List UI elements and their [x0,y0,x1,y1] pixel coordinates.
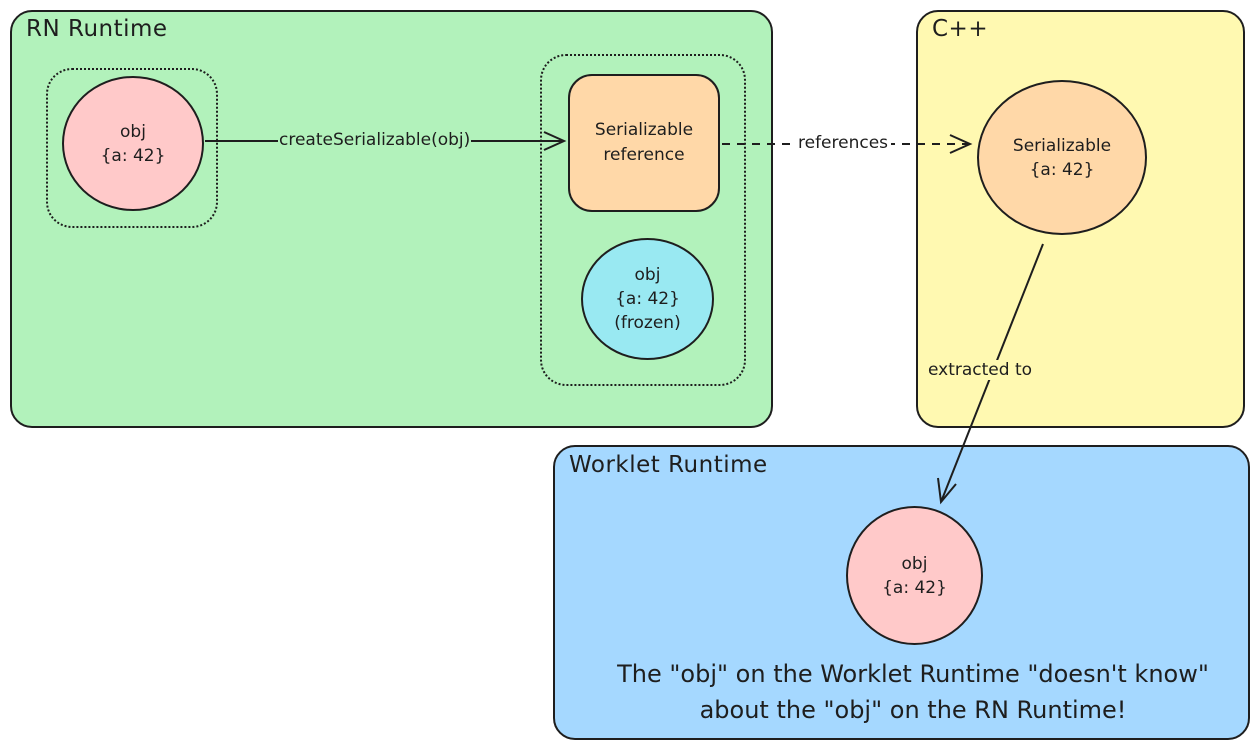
create-serializable-arrowhead [543,131,567,151]
cpp-serializable-line2: {a: 42} [1029,159,1095,180]
cpp-title: C++ [932,16,989,42]
frozen-obj-node: obj {a: 42} (frozen) [581,238,714,360]
serializable-reference-line1: Serializable [594,120,694,140]
frozen-obj-line1: obj [634,265,661,285]
serializable-reference-node: Serializable reference [568,74,720,212]
worklet-obj-node: obj {a: 42} [846,506,983,645]
serializable-reference-line2: reference [603,145,685,165]
references-label: references [795,133,892,153]
frozen-obj-line3: (frozen) [614,313,681,333]
cpp-serializable-line1: Serializable [1012,135,1112,156]
create-serializable-label: createSerializable(obj) [278,130,472,150]
extracted-to-label: extracted to [926,360,1035,380]
cpp-serializable-node: Serializable {a: 42} [977,80,1147,235]
rn-obj-node: obj {a: 42} [62,76,204,211]
worklet-note-line1: The "obj" on the Worklet Runtime "doesn'… [617,660,1209,688]
worklet-obj-line1: obj [901,553,928,574]
worklet-note-line2: about the "obj" on the RN Runtime! [699,696,1127,724]
worklet-runtime-title: Worklet Runtime [569,452,768,478]
extracted-to-arrowhead [937,477,957,505]
rn-obj-line2: {a: 42} [100,145,166,166]
references-arrowhead [949,134,973,154]
rn-runtime-title: RN Runtime [26,16,168,42]
obj-group [46,68,218,228]
serializable-group [540,54,746,386]
frozen-obj-line2: {a: 42} [615,289,680,309]
rn-obj-line1: obj [120,121,146,142]
worklet-note: The "obj" on the Worklet Runtime "doesn'… [555,656,1259,728]
worklet-obj-line2: {a: 42} [882,577,947,598]
